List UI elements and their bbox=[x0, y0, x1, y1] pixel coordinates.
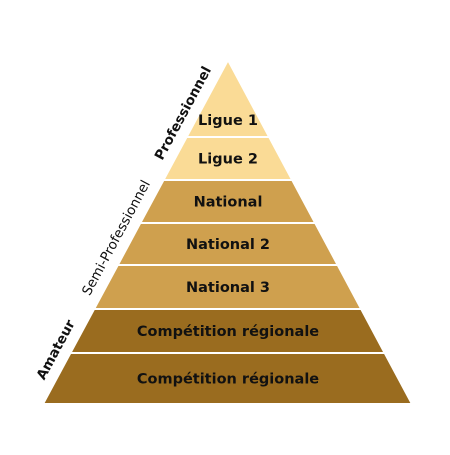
tier-label: National 2 bbox=[186, 237, 270, 253]
tier-label: Compétition régionale bbox=[137, 324, 319, 340]
tier-label: Compétition régionale bbox=[137, 372, 319, 388]
tier-layer bbox=[41, 57, 414, 405]
tier-label: National bbox=[194, 195, 263, 211]
tier-label: Ligue 2 bbox=[198, 152, 258, 168]
tier-label: Ligue 1 bbox=[198, 113, 258, 129]
tier-label: National 3 bbox=[186, 280, 270, 296]
pyramid-tier bbox=[41, 352, 414, 405]
